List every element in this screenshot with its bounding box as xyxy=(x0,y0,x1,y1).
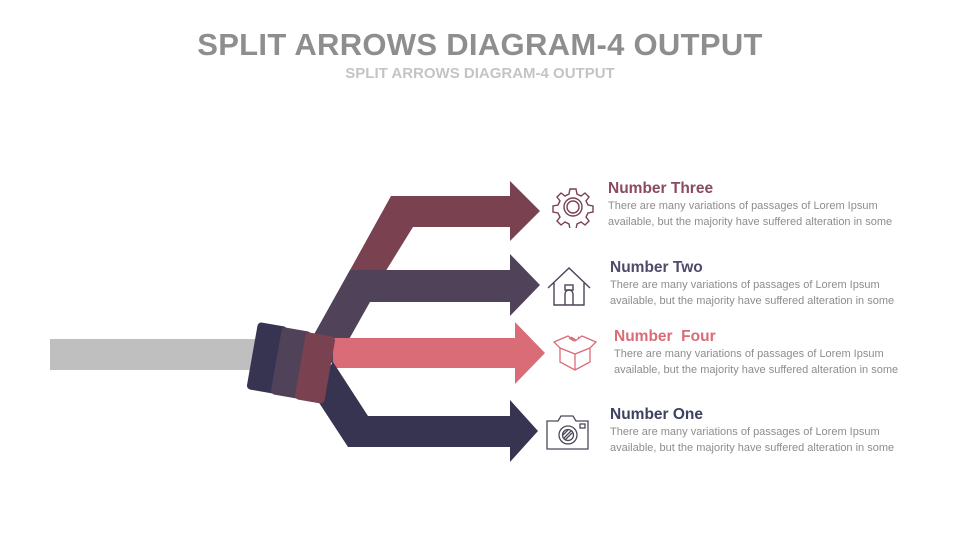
slide-title: SPLIT ARROWS DIAGRAM-4 OUTPUT xyxy=(197,27,763,62)
input-bar xyxy=(50,339,270,370)
item-description: There are many variations of passages of… xyxy=(610,426,895,454)
arrow-one xyxy=(312,362,538,462)
item-number-one: Number One There are many variations of … xyxy=(610,406,920,456)
item-number-three: Number Three There are many variations o… xyxy=(608,180,918,230)
item-number-four: Number Four There are many variations of… xyxy=(614,328,924,378)
open-box-icon xyxy=(552,335,598,371)
arrow-three xyxy=(313,181,540,345)
item-title: Number Three xyxy=(608,180,714,197)
connector-blocks xyxy=(246,322,336,404)
item-number-two: Number Two There are many variations of … xyxy=(610,259,920,309)
item-description: There are many variations of passages of… xyxy=(608,200,893,228)
connector-block-three xyxy=(294,332,336,404)
slide-subtitle: SPLIT ARROWS DIAGRAM-4 OUTPUT xyxy=(345,65,615,82)
gear-icon xyxy=(552,188,594,228)
item-description: There are many variations of passages of… xyxy=(614,348,899,376)
arrow-four xyxy=(333,322,545,384)
arrow-two xyxy=(312,254,540,366)
house-icon xyxy=(547,267,591,306)
item-title: Number Two xyxy=(610,259,703,276)
item-title: Number Four xyxy=(614,328,716,345)
item-description: There are many variations of passages of… xyxy=(610,279,895,307)
camera-icon xyxy=(546,415,589,450)
item-title: Number One xyxy=(610,406,704,423)
